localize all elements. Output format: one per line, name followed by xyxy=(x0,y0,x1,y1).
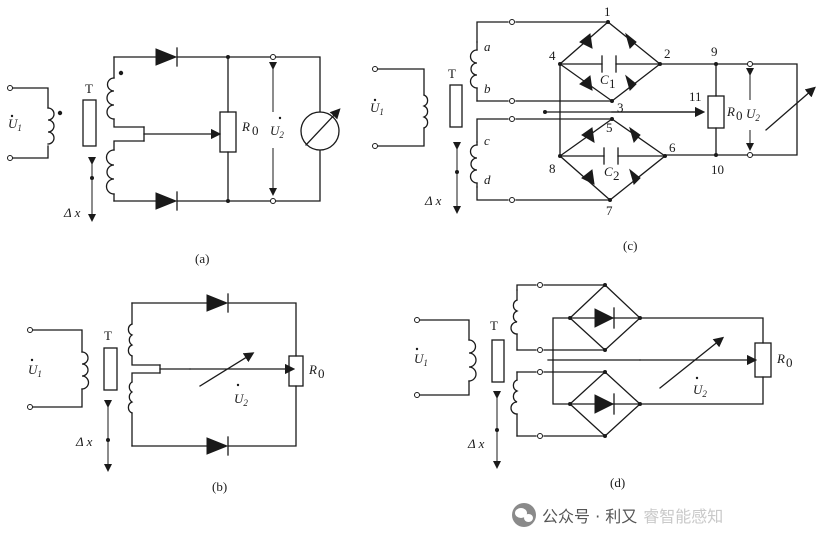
svg-text:R: R xyxy=(776,351,785,366)
figure-c: U1 T Δ x a b c d 1 2 xyxy=(370,4,816,253)
figure-b: U1 T Δ x R 0 U2 (b) xyxy=(27,293,325,494)
svg-text:U1: U1 xyxy=(370,100,384,117)
svg-text:C: C xyxy=(604,164,613,179)
svg-text:c: c xyxy=(484,133,490,148)
svg-text:T: T xyxy=(448,66,456,81)
svg-text:0: 0 xyxy=(252,123,259,138)
svg-text:T: T xyxy=(104,328,112,343)
resistor-r0 xyxy=(219,111,237,153)
svg-text:10: 10 xyxy=(711,162,724,177)
svg-text:U1: U1 xyxy=(414,351,428,368)
lower-bridge xyxy=(558,118,667,201)
svg-text:U2: U2 xyxy=(693,382,707,399)
svg-text:2: 2 xyxy=(664,46,671,61)
svg-text:Δ x: Δ x xyxy=(75,434,93,449)
svg-text:6: 6 xyxy=(669,140,676,155)
meter-icon xyxy=(300,111,340,151)
transformer-core xyxy=(82,99,97,147)
figure-a-caption: (a) xyxy=(195,251,209,266)
svg-text:R: R xyxy=(726,104,735,119)
primary-coil xyxy=(47,107,55,145)
svg-text:T: T xyxy=(490,318,498,333)
wechat-icon xyxy=(512,503,536,527)
svg-text:0: 0 xyxy=(786,355,793,370)
figure-a: U1 T Δ x R 0 U2 xyxy=(7,47,341,266)
displacement-label: Δ x xyxy=(63,205,81,220)
svg-text:b: b xyxy=(484,81,491,96)
svg-text:9: 9 xyxy=(711,44,718,59)
watermark: 公众号 · 利又睿智能感知 xyxy=(512,503,723,527)
watermark-faded-text: 睿智能感知 xyxy=(643,507,724,526)
figure-d: U1 T Δ x R 0 xyxy=(414,282,793,490)
svg-text:Δ x: Δ x xyxy=(424,193,442,208)
svg-text:3: 3 xyxy=(617,100,624,115)
svg-text:11: 11 xyxy=(689,89,702,104)
secondary-coil-upper xyxy=(106,77,115,120)
svg-text:0: 0 xyxy=(318,366,325,381)
svg-text:d: d xyxy=(484,172,491,187)
input-voltage-label: U1 xyxy=(8,116,22,133)
svg-text:Δ x: Δ x xyxy=(467,436,485,451)
svg-text:a: a xyxy=(484,39,491,54)
secondary-coil-lower xyxy=(105,149,115,195)
svg-text:C: C xyxy=(600,72,609,87)
svg-text:0: 0 xyxy=(736,108,743,123)
output-voltage-label: U2 xyxy=(270,123,284,140)
svg-text:5: 5 xyxy=(606,120,613,135)
svg-text:U2: U2 xyxy=(234,391,248,408)
svg-text:(d): (d) xyxy=(610,475,625,490)
watermark-text: 公众号 · 利又 xyxy=(542,507,638,526)
svg-text:8: 8 xyxy=(549,161,556,176)
svg-text:R: R xyxy=(308,362,317,377)
svg-text:2: 2 xyxy=(613,168,620,183)
diode-top xyxy=(155,48,178,66)
diode-bottom xyxy=(155,192,178,210)
svg-text:U1: U1 xyxy=(28,362,42,379)
svg-text:U2: U2 xyxy=(746,106,760,123)
transformer-label: T xyxy=(85,81,93,96)
svg-text:R: R xyxy=(241,119,250,134)
svg-text:7: 7 xyxy=(606,203,613,218)
svg-text:1: 1 xyxy=(604,4,611,19)
svg-text:1: 1 xyxy=(609,76,616,91)
svg-text:4: 4 xyxy=(549,48,556,63)
svg-text:(b): (b) xyxy=(212,479,227,494)
svg-text:(c): (c) xyxy=(623,238,637,253)
